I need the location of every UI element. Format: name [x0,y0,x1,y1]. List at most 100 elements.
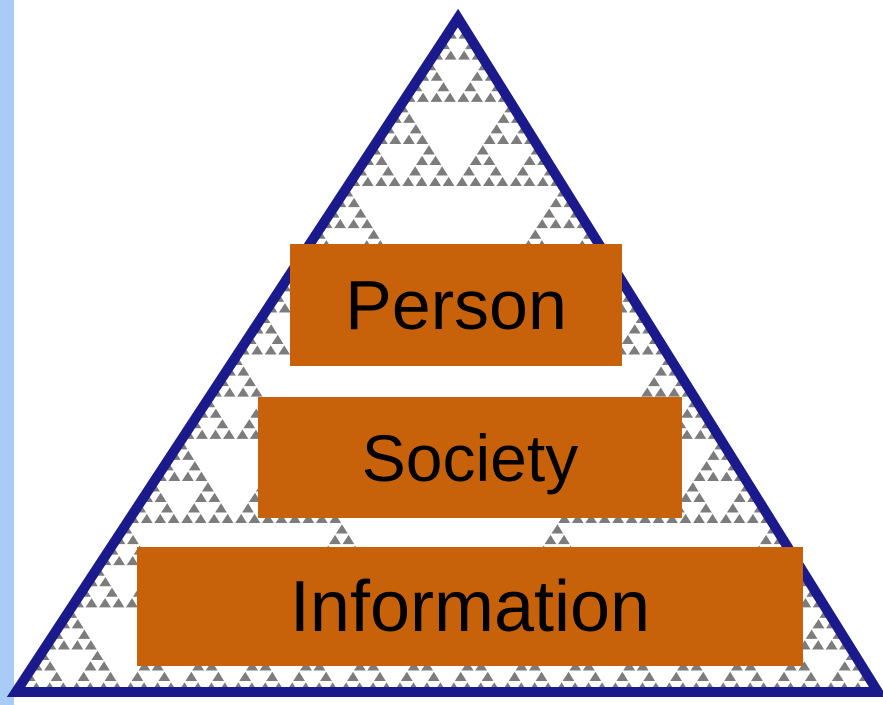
fractal-triangle [214,417,230,430]
fractal-triangle [159,501,175,514]
fractal-triangle [482,90,498,103]
fractal-triangle [124,596,140,609]
fractal-triangle [152,491,169,503]
fractal-triangle [614,670,630,682]
fractal-triangle [96,659,112,672]
fractal-triangle [413,175,430,187]
fractal-triangle [704,512,720,524]
fractal-triangle [221,385,238,398]
fractal-triangle [685,480,701,493]
pyramid-level-society: Society [258,397,682,518]
fractal-triangle [426,670,442,682]
fractal-triangle [42,659,58,672]
fractal-triangle [810,617,827,630]
fractal-triangle [213,501,229,514]
fractal-triangle [345,670,361,682]
fractal-triangle [570,512,586,524]
fractal-triangle [233,512,249,524]
fractal-triangle [442,48,459,61]
fractal-triangle [556,533,572,546]
fractal-triangle [48,670,65,682]
fractal-triangle [745,512,761,524]
fractal-triangle [481,175,497,187]
fractal-triangle [725,501,741,514]
fractal-triangle [346,196,362,209]
fractal-triangle [677,512,694,524]
fractal-triangle [705,469,721,482]
fractal-triangle [454,175,470,187]
fractal-triangle [111,554,127,567]
fractal-triangle [242,375,258,388]
fractal-triangle [522,154,538,166]
fractal-triangle [380,164,396,177]
fractal-triangle [440,175,457,187]
fractal-triangle [556,512,572,524]
fractal-triangle [803,670,819,682]
fractal-triangle [334,522,350,535]
fractal-triangle [75,670,92,682]
fractal-triangle [359,217,375,230]
fractal-triangle [208,406,224,419]
fractal-triangle [200,480,216,493]
fractal-triangle [273,512,289,524]
fractal-triangle [193,491,209,503]
fractal-triangle [241,417,257,430]
fractal-triangle [691,512,707,524]
fractal-triangle [183,670,199,682]
fractal-triangle [89,649,105,661]
fractal-triangle [718,512,734,524]
fractal-triangle [488,164,504,177]
fractal-triangle [287,512,303,524]
fractal-triangle [495,132,511,145]
fractal-triangle [587,670,603,682]
fractal-triangle [718,469,735,482]
fractal-triangle [639,385,655,398]
fractal-triangle [219,512,236,524]
fractal-triangle [506,670,523,682]
fractal-triangle [387,175,403,187]
fractal-triangle [488,122,505,135]
fractal-triangle [427,175,443,187]
fractal-triangle [314,512,330,524]
fractal-triangle [462,80,478,93]
fractal-triangle [810,638,826,651]
fractal-triangle [830,670,846,682]
fractal-triangle [541,206,557,219]
fractal-triangle [180,469,196,482]
fractal-triangle [475,143,491,156]
fractal-triangle [156,670,172,682]
fractal-triangle [547,217,564,230]
fractal-triangle [401,111,417,124]
fractal-triangle [152,512,168,524]
fractal-triangle [82,659,99,672]
fractal-triangle [705,448,722,461]
fractal-triangle [429,69,445,82]
fractal-triangle [263,322,279,335]
fractal-triangle [110,596,126,609]
pyramid-level-information: Information [137,547,803,666]
fractal-triangle [442,90,458,103]
fractal-triangle [327,533,343,546]
fractal-triangle [387,132,403,145]
fractal-triangle [434,164,450,177]
fractal-triangle [583,512,599,524]
fractal-triangle [534,217,550,230]
fractal-triangle [332,217,348,230]
fractal-triangle [469,90,485,103]
fractal-triangle [235,385,251,398]
fractal-triangle [210,670,226,682]
fractal-triangle [345,217,362,230]
fractal-triangle [678,491,694,503]
fractal-triangle [837,659,853,672]
fractal-triangle [549,522,565,535]
fractal-triangle [453,670,469,682]
fractal-triangle [626,343,642,356]
fractal-triangle [637,512,653,524]
fractal-triangle [401,132,417,145]
fractal-triangle [102,670,119,682]
fractal-triangle [263,343,279,356]
fractal-triangle [668,670,684,682]
fractal-triangle [691,491,707,503]
fractal-triangle [300,512,316,524]
fractal-triangle [650,512,667,524]
